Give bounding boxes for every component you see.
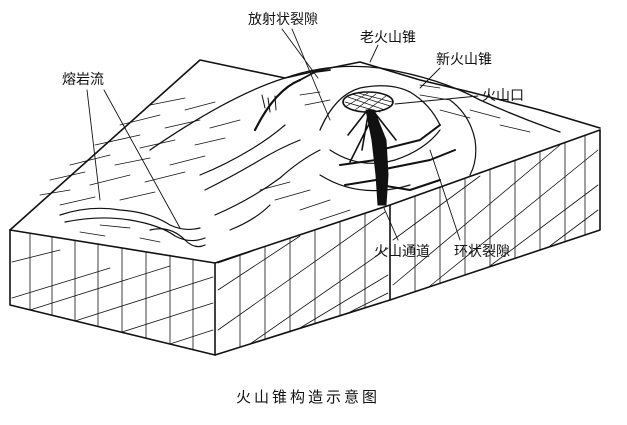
label-new-cone: 新火山锥 xyxy=(436,52,492,68)
leader-lines xyxy=(86,28,479,241)
leader-new-cone xyxy=(419,67,441,89)
ring-fissures xyxy=(319,129,441,192)
leader-radial-fissure-2 xyxy=(291,28,331,121)
leader-conduit xyxy=(383,207,399,241)
label-lava-flow: 熔岩流 xyxy=(62,72,104,88)
lava-flows xyxy=(59,124,321,248)
volcanic-conduit xyxy=(339,109,456,206)
leader-radial-fissure-1 xyxy=(281,28,319,79)
front-face-hatching xyxy=(11,232,214,351)
crater-rim xyxy=(342,91,394,113)
leader-lava-flow-2 xyxy=(103,89,181,229)
leader-ring-fissure xyxy=(429,149,461,241)
label-ring-fissure: 环状裂隙 xyxy=(454,244,510,260)
block-outline xyxy=(9,59,601,356)
label-conduit: 火山通道 xyxy=(374,244,430,260)
old-volcanic-cone xyxy=(149,65,561,176)
leader-lava-flow-1 xyxy=(86,89,101,201)
label-crater: 火山口 xyxy=(482,88,524,104)
label-radial-fissure: 放射状裂隙 xyxy=(248,12,318,28)
middle-face-hatching xyxy=(217,211,389,348)
leader-crater xyxy=(394,95,479,105)
new-volcanic-cone xyxy=(319,85,441,131)
figure-caption: 火山锥构造示意图 xyxy=(236,388,380,406)
right-face-hatching xyxy=(392,134,599,293)
leader-old-cone xyxy=(369,44,379,63)
surface-texture xyxy=(39,84,531,243)
label-old-cone: 老火山锥 xyxy=(360,30,416,46)
